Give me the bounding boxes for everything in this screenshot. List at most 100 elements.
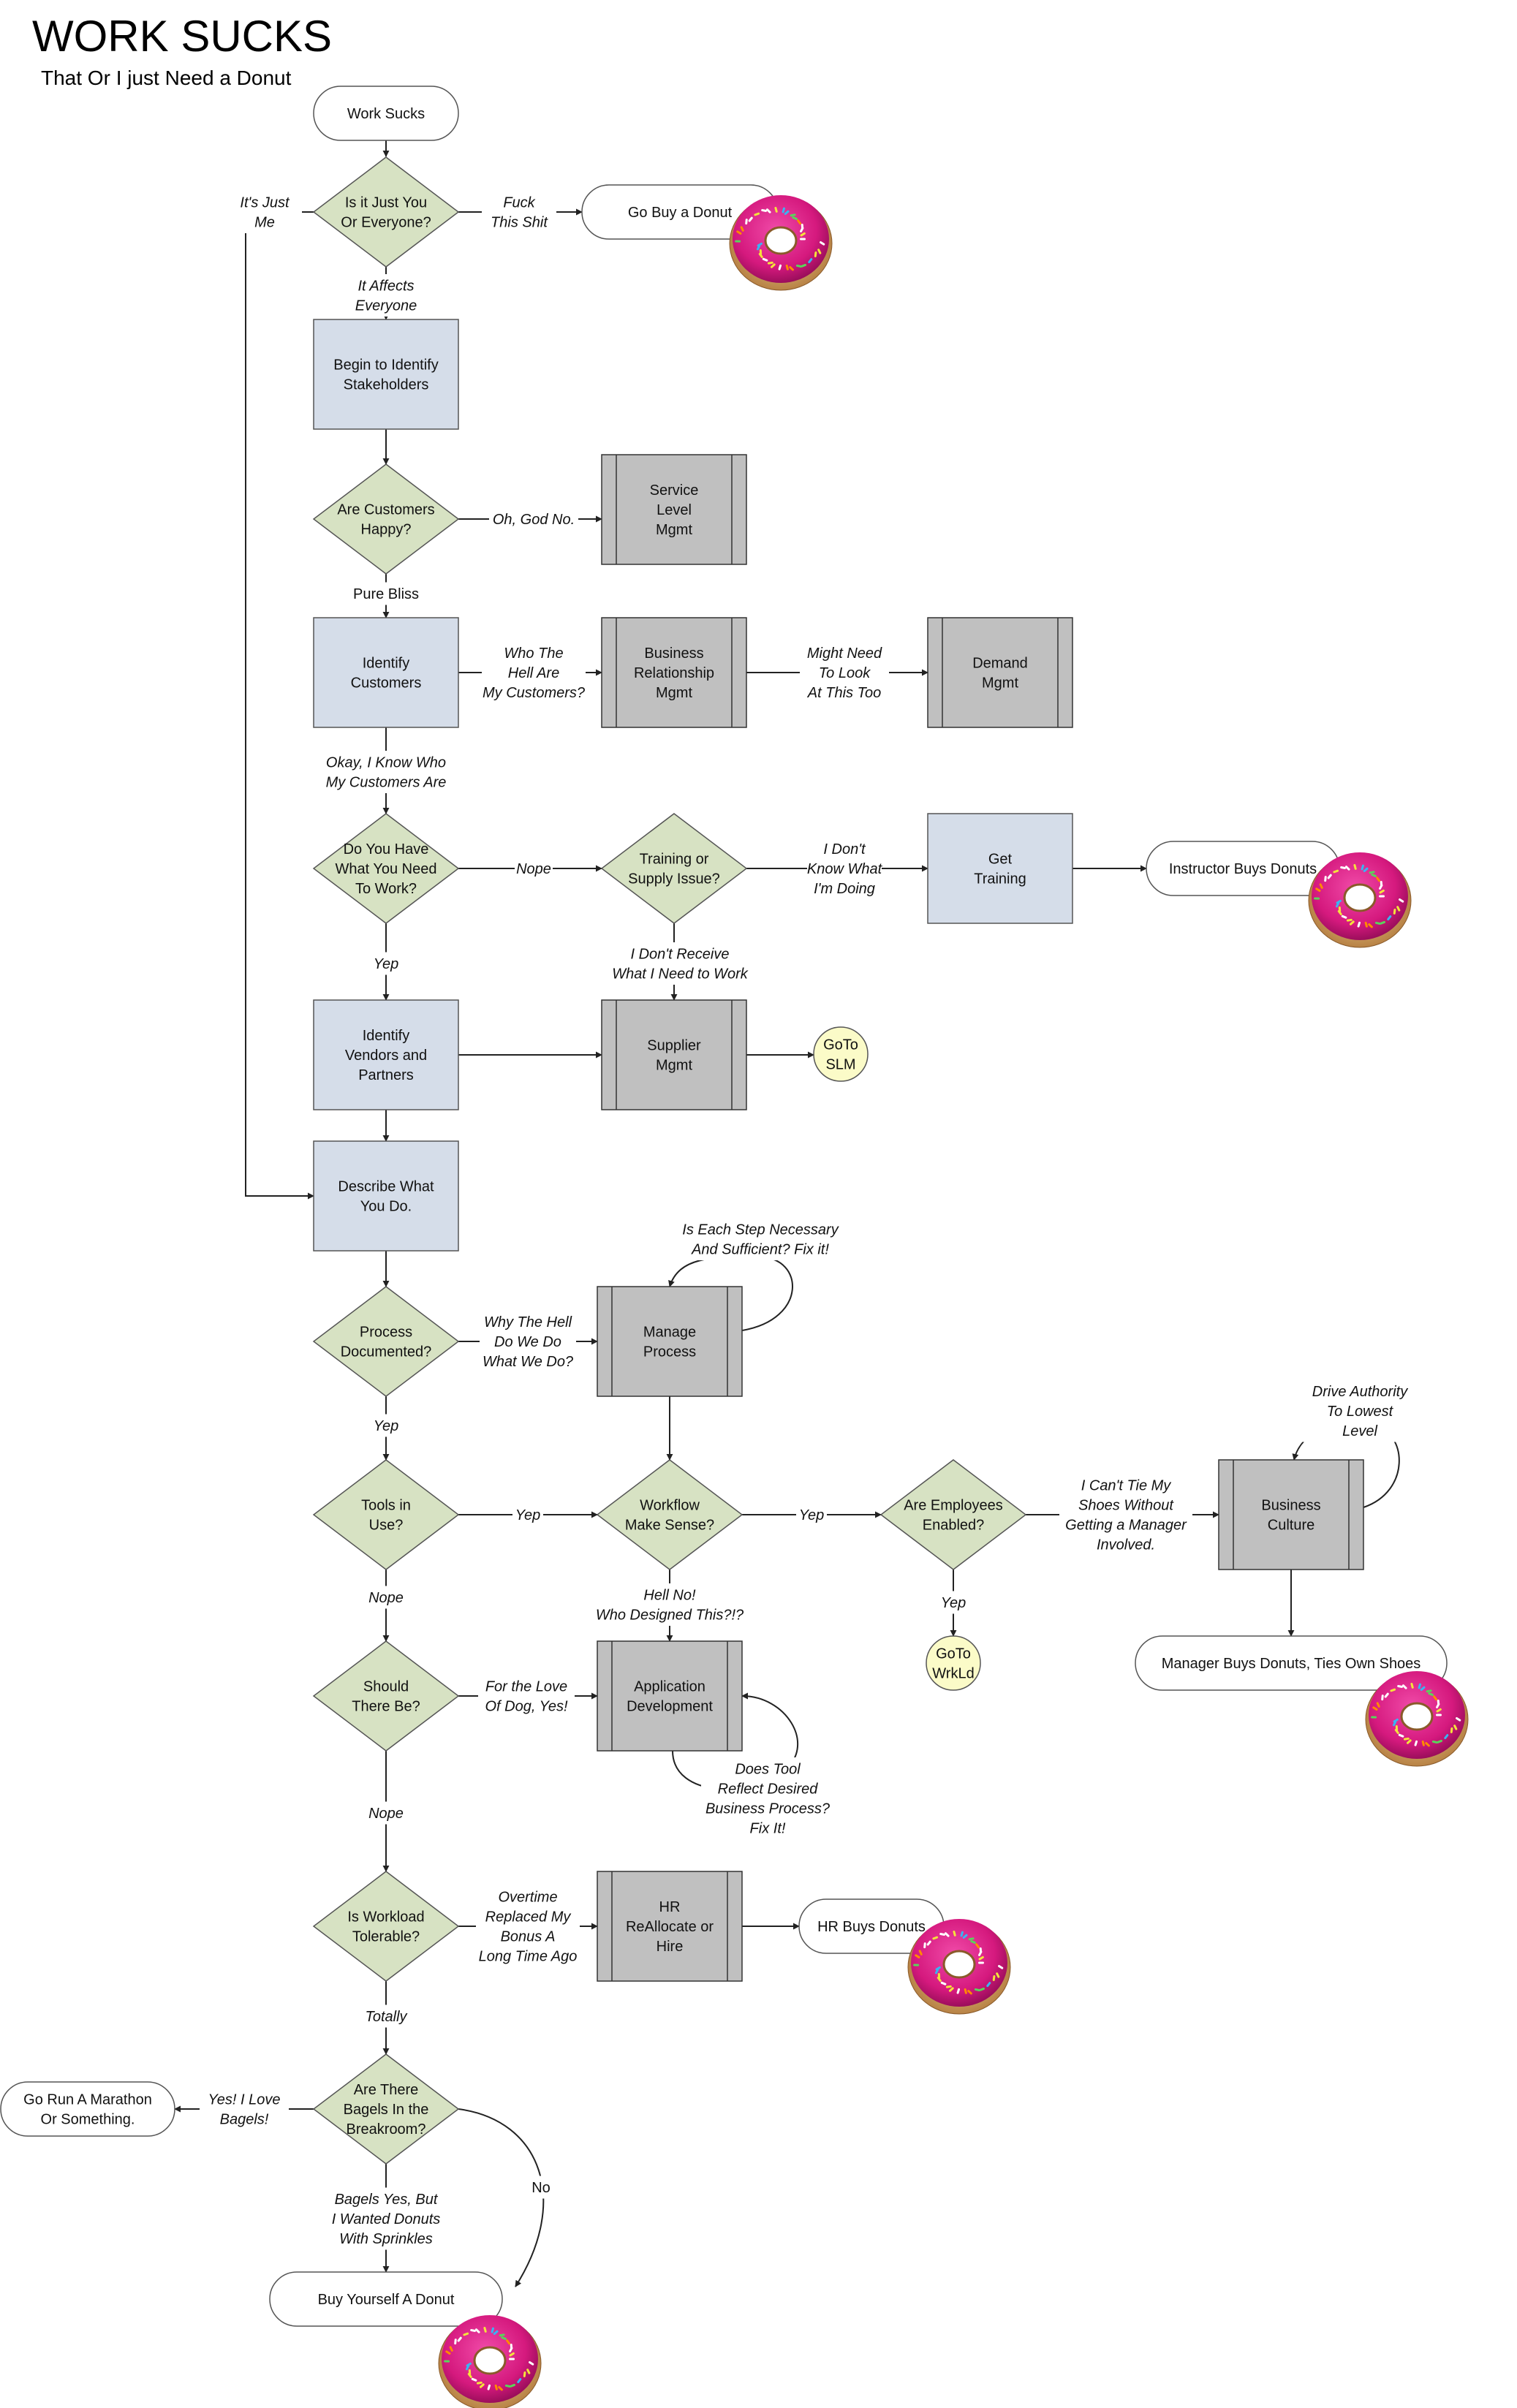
edge-label-line: Getting a Manager [1065,1518,1187,1534]
terminator-hr-donuts: HR Buys Donuts [798,1898,945,1954]
edge-label: Totally [365,2009,407,2025]
edge-label-line: It Affects [358,279,414,295]
terminator-buy-donut: Go Buy a Donut [581,184,779,240]
edge-d-bagels-to-buy-yourself [458,2108,545,2287]
edge-label-line: To Lowest [1327,1404,1394,1420]
edge-label-line: Shoes Without [1078,1498,1174,1514]
edge-label-background [1301,1379,1419,1442]
edge-label: Nope [368,1806,404,1822]
edge-label-background [529,2176,553,2199]
edge-label-line: Bagels Yes, But [335,2192,439,2208]
edge-label-line: I'm Doing [814,881,875,897]
edge-label-background [592,1583,747,1626]
node-label-line: Bagels In the [344,2102,429,2118]
node-label-line: HR Buys Donuts [817,1919,926,1935]
edge-label-line: Yep [799,1507,824,1523]
edge-label-line: Bonus A [501,1929,556,1945]
edge-label-line: Nope [368,1806,404,1822]
edge-label-background [371,952,401,975]
node-label-line: Do You Have [344,841,429,857]
edge-label-line: Long Time Ago [479,1949,578,1965]
edge-label-line: Yep [941,1595,966,1611]
node-label: Work Sucks [347,106,425,122]
edge-label-line: Does Tool [735,1762,801,1778]
node-label-line: Mgmt [656,1058,692,1074]
node-label-line: Is it Just You [345,195,427,211]
node-label-line: Make Sense? [625,1518,714,1534]
decision-d-training: Training or Supply Issue? [600,813,748,924]
node-label-line: Are Customers [337,502,434,518]
edge-label-background [345,274,427,317]
edge-label-line: Might Need [807,645,882,662]
node-label-line: Is Workload [347,1909,424,1926]
node-label-line: Training or [640,852,709,868]
edge-label-line: Reflect Desired [718,1782,819,1798]
edge-label-line: At This Too [807,685,881,701]
node-label-line: Customers [351,675,422,692]
node-label-line: Vendors and [345,1048,427,1064]
node-label-line: HR [659,1899,681,1915]
edge-label-background [345,582,427,605]
edge-label-background [701,1757,834,1839]
donut-icon-manager [1365,1671,1469,1767]
node-label-line: Manager Buys Donuts, Ties Own Shoes [1162,1656,1421,1672]
node-label: Go Buy a Donut [628,205,733,221]
node-label-line: Demand [972,656,1028,672]
edge-label-line: Drive Authority [1312,1384,1408,1400]
edge-label-line: Is Each Step Necessary [682,1222,839,1238]
edge-label-line: Fuck [503,195,535,211]
edge-label-line: Who Designed This?!? [596,1608,744,1624]
edge-label-background [371,1414,401,1437]
donut-icon-hr-donuts [907,1919,1011,2015]
edge-label-background [227,191,302,233]
edge-label-background [482,641,586,704]
node-label-line: Supply Issue? [628,871,720,887]
edge-label: Yep [799,1507,824,1523]
node-label-line: Identify [363,656,409,672]
edge-label-line: Involved. [1097,1537,1155,1553]
edge-label-background [367,1586,405,1609]
node-label-line: Mgmt [656,685,692,701]
node-label-line: Workflow [640,1498,700,1514]
edge-label-line: Yes! I Love [208,2092,281,2108]
node-label-line: What You Need [336,861,437,877]
edge-label-line: What We Do? [483,1354,574,1370]
node-label-line: Identify [363,1028,409,1044]
donut-icon-buy-donut [729,195,833,291]
edge-label-line: Hell No! [643,1588,696,1604]
edge-label-background [512,1503,543,1526]
edge-label-background [672,1218,849,1260]
node-label-line: There Be? [352,1699,420,1715]
node-label-line: Enabled? [923,1518,985,1534]
